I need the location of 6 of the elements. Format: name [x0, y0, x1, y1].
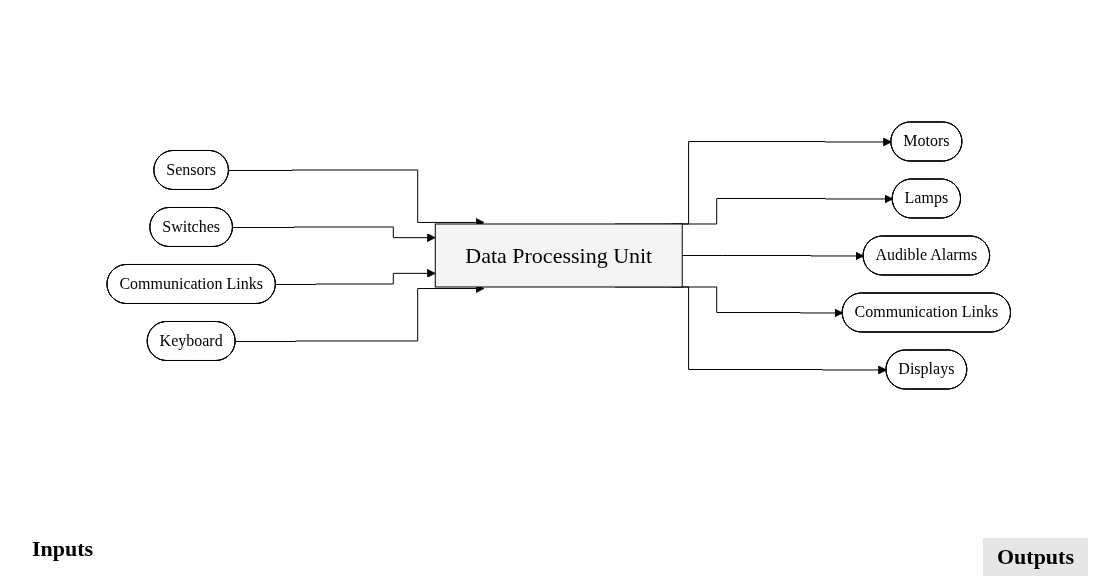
outputs-heading: Outputs: [982, 538, 1088, 576]
node-box: Data Processing Unit: [435, 223, 683, 287]
arrow: [681, 251, 865, 260]
arrow: [275, 268, 436, 285]
arrow: [232, 226, 436, 242]
inputs-heading: Inputs: [31, 535, 95, 563]
